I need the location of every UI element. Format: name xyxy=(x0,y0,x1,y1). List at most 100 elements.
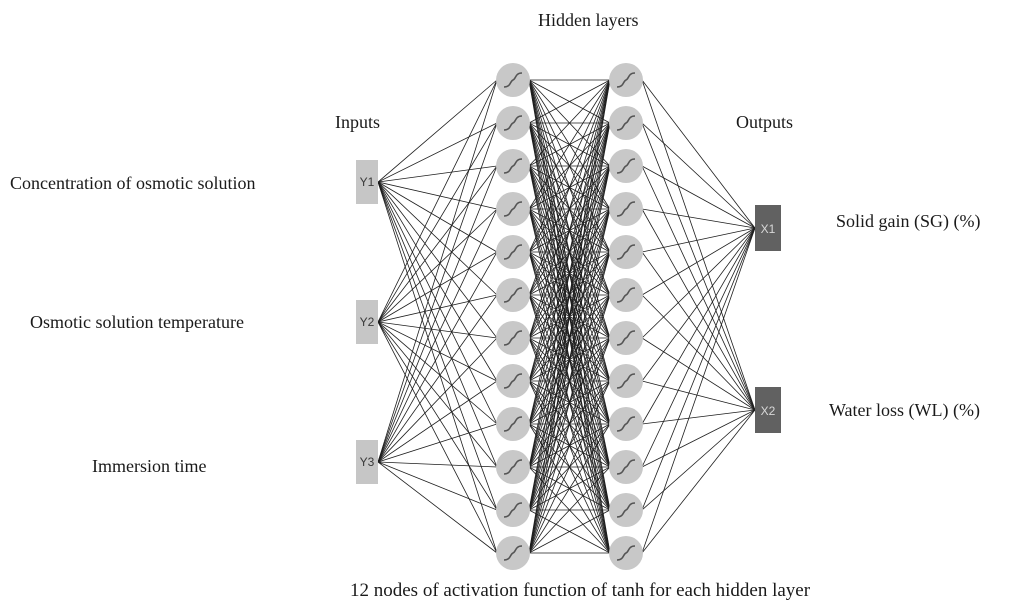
edge xyxy=(528,79,611,382)
edge xyxy=(641,409,756,511)
edge xyxy=(528,423,611,554)
input-node-y3 xyxy=(356,440,378,484)
tanh-icon xyxy=(616,201,636,217)
edge xyxy=(528,79,611,210)
edge xyxy=(641,208,756,411)
edge xyxy=(528,79,611,167)
edge xyxy=(377,380,498,463)
tanh-icon xyxy=(503,158,523,174)
edge xyxy=(641,165,756,229)
input-node-y1 xyxy=(356,160,378,204)
edge xyxy=(377,79,498,183)
edge xyxy=(377,165,498,183)
edge xyxy=(377,321,498,339)
edge xyxy=(377,181,498,339)
edge xyxy=(377,321,498,554)
edge xyxy=(641,227,756,554)
edge xyxy=(377,321,498,511)
edge xyxy=(528,509,611,554)
edge xyxy=(377,294,498,323)
edge xyxy=(377,181,498,210)
edge xyxy=(528,79,611,511)
tanh-icon xyxy=(616,244,636,260)
edge xyxy=(377,321,498,425)
output-node-label: X1 xyxy=(761,222,776,236)
tanh-icon xyxy=(616,158,636,174)
tanh-icon xyxy=(616,330,636,346)
edge xyxy=(377,208,498,463)
edge xyxy=(641,79,756,411)
output-node-x2 xyxy=(755,387,781,433)
edge xyxy=(641,79,756,229)
edge xyxy=(641,227,756,425)
tanh-icon xyxy=(503,330,523,346)
tanh-icon xyxy=(616,459,636,475)
tanh-icon xyxy=(616,373,636,389)
edge xyxy=(377,251,498,323)
edge xyxy=(377,165,498,463)
edge xyxy=(377,423,498,463)
edge xyxy=(377,181,498,382)
edge xyxy=(377,461,498,554)
edge xyxy=(528,79,611,339)
edge xyxy=(641,165,756,411)
tanh-icon xyxy=(503,373,523,389)
edge xyxy=(377,79,498,323)
edge xyxy=(377,208,498,323)
edge xyxy=(641,227,756,382)
input-node-label: Y3 xyxy=(360,455,375,469)
edge xyxy=(377,181,498,253)
edge xyxy=(641,208,756,229)
edge xyxy=(528,380,611,554)
edge xyxy=(377,321,498,468)
edge xyxy=(377,181,498,554)
edge xyxy=(377,181,498,468)
tanh-icon xyxy=(503,545,523,561)
tanh-icon xyxy=(616,287,636,303)
edge xyxy=(377,122,498,323)
edge xyxy=(528,79,611,425)
edge xyxy=(528,294,611,554)
input-label-2: Osmotic solution temperature xyxy=(30,312,244,332)
edge xyxy=(377,122,498,183)
edge xyxy=(377,461,498,511)
edge xyxy=(641,227,756,253)
edge xyxy=(641,337,756,411)
outputs-heading: Outputs xyxy=(736,112,794,132)
edge xyxy=(377,181,498,296)
tanh-icon xyxy=(503,502,523,518)
input-label-1: Concentration of osmotic solution xyxy=(10,173,256,193)
edge xyxy=(528,79,611,468)
edge xyxy=(528,79,611,554)
edge xyxy=(641,227,756,511)
edge xyxy=(528,79,611,124)
edge xyxy=(641,251,756,411)
edge xyxy=(641,409,756,468)
edge xyxy=(641,122,756,411)
input-node-y2 xyxy=(356,300,378,344)
edge xyxy=(641,294,756,411)
tanh-icon xyxy=(503,287,523,303)
edge xyxy=(528,466,611,554)
edge xyxy=(528,79,611,296)
edge xyxy=(377,79,498,463)
edge xyxy=(528,122,611,554)
tanh-icon xyxy=(503,459,523,475)
edge xyxy=(377,181,498,511)
edge xyxy=(641,227,756,339)
edge xyxy=(377,461,498,468)
inputs-heading: Inputs xyxy=(335,112,380,132)
edge xyxy=(377,181,498,425)
caption: 12 nodes of activation function of tanh … xyxy=(350,580,811,601)
tanh-icon xyxy=(503,201,523,217)
edge xyxy=(377,251,498,463)
tanh-icon xyxy=(503,416,523,432)
diagram-title: Hidden layers xyxy=(538,10,639,30)
tanh-icon xyxy=(503,244,523,260)
edges-group xyxy=(377,79,756,554)
edge xyxy=(528,251,611,554)
output-label-2: Water loss (WL) (%) xyxy=(829,400,980,420)
output-node-label: X2 xyxy=(761,404,776,418)
